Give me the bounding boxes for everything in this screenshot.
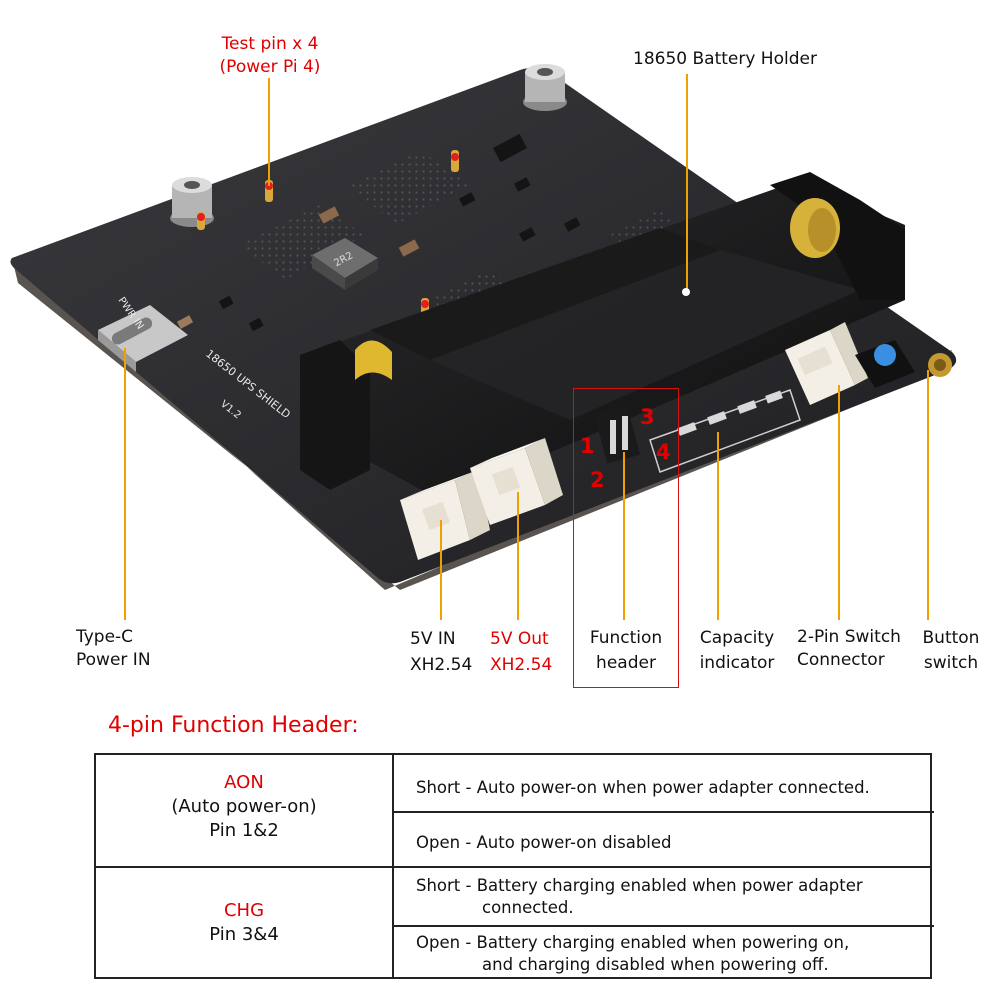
table-row-chg-short: Short - Battery charging enabled when po… [416,876,863,917]
switch-connector [785,322,868,405]
button-switch [855,340,952,388]
five-v-out-label: 5V Out XH2.54 [490,629,553,675]
table-subrow-divider-chg [392,925,934,927]
five-v-in-leader [440,520,442,620]
function-header-label: Function header [589,628,663,673]
function-header-table: AON (Auto power-on) Pin 1&2 Short - Auto… [94,753,934,979]
function-header-highlight-box [573,388,679,688]
switch-connector-label: 2-Pin Switch Connector [797,627,901,670]
button-switch-label: Button switch [922,628,980,673]
type-c-label: Type-C Power IN [76,627,151,670]
pin-number-4: 4 [656,440,671,464]
function-header-leader [623,452,625,620]
table-row-aon-label: AON (Auto power-on) Pin 1&2 [171,772,317,841]
type-c-leader [124,348,126,620]
pin-number-3: 3 [640,405,655,429]
five-v-out-leader [517,492,519,620]
table-row-divider [96,866,930,868]
battery-holder-label: 18650 Battery Holder [633,49,817,69]
inductor-chip: 2R2 [312,238,378,290]
battery-holder [300,172,905,500]
test-pin-label: Test pin x 4 (Power Pi 4) [219,34,321,77]
type-c-port [98,305,188,372]
table-row-aon-short: Short - Auto power-on when power adapter… [416,778,870,797]
button-switch-leader [927,370,929,620]
function-header-pins [593,404,641,464]
switch-connector-leader [838,385,840,620]
table-title: 4-pin Function Header: [108,713,359,738]
capacity-leader [717,432,719,620]
via-field-left [240,205,365,280]
test-pin-leader [268,78,270,186]
five-v-in-label: 5V IN XH2.54 [410,629,473,675]
capacity-indicator-pads [649,389,801,473]
battery-holder-leader-dot [682,288,690,296]
battery-holder-leader [686,74,688,292]
standoff-left [170,177,214,227]
via-field-mid [350,150,470,225]
standoff-right [523,64,567,111]
table-row-chg-label: CHG Pin 3&4 [209,900,279,945]
ups-board-illustration: 2R2 PWR IN 18650 UPS SHIELD V1.2 [10,64,957,590]
test-pins [197,150,459,316]
pin-number-1: 1 [580,434,595,458]
xh-connector-5v-out [470,438,563,525]
pin-number-2: 2 [590,468,605,492]
capacity-label: Capacity indicator [699,628,775,673]
table-row-chg-open: Open - Battery charging enabled when pow… [416,933,850,974]
table-row-aon-open: Open - Auto power-on disabled [416,833,672,852]
table-subrow-divider-aon [392,811,934,813]
